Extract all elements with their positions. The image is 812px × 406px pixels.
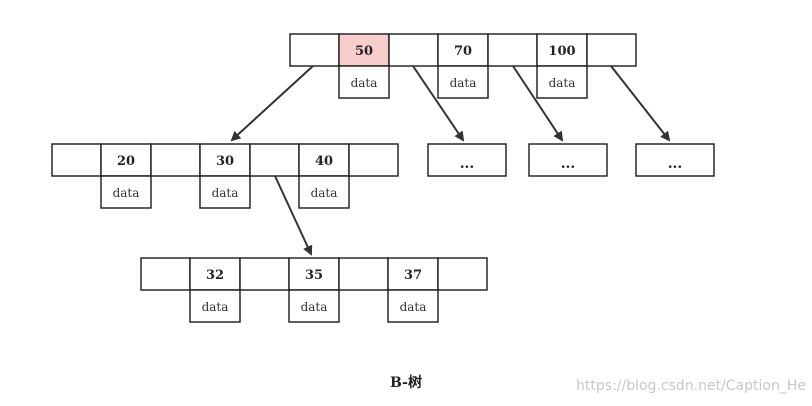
- level2-pointer-2: [249, 143, 300, 177]
- root-key-70: 70: [454, 44, 472, 59]
- level3-data-label-35: data: [301, 300, 328, 314]
- level2-data-cell-40: [298, 175, 350, 209]
- root-data-label-70: data: [450, 76, 477, 90]
- level3-data-cell-32: [189, 289, 241, 323]
- root-data-cell-70: [437, 65, 489, 99]
- level2-key-40: 40: [315, 154, 333, 169]
- root-data-label-100: data: [549, 76, 576, 90]
- arrow-root-to-ellipsis-3: [610, 65, 671, 142]
- level2-key-30: 30: [216, 154, 234, 169]
- level3-data-cell-37: [387, 289, 439, 323]
- ellipsis-node-2: ...: [528, 143, 608, 177]
- level2-data-cell-30: [199, 175, 251, 209]
- ellipsis-box-2: [528, 143, 608, 177]
- ellipsis-label-2: ...: [561, 156, 576, 172]
- root-pointer-1: [388, 33, 439, 67]
- level3-key-cell-32: [189, 257, 241, 291]
- level2-pointer-0: [51, 143, 102, 177]
- root-pointer-0: [289, 33, 340, 67]
- level3-key-37: 37: [404, 268, 422, 283]
- root-key-cell-50: [338, 33, 390, 67]
- root-data-cell-50: [338, 65, 390, 99]
- level2-key-cell-30: [199, 143, 251, 177]
- root-data-label-50: data: [351, 76, 378, 90]
- level3-key-35: 35: [305, 268, 323, 283]
- arrow-root-to-ellipsis-2: [512, 65, 564, 142]
- level3-pointer-3: [437, 257, 488, 291]
- level3-key-cell-35: [288, 257, 340, 291]
- root-data-cell-100: [536, 65, 588, 99]
- ellipsis-label-1: ...: [460, 156, 475, 172]
- level2-node: 20 30 40 data data data: [51, 143, 399, 209]
- arrow-root-to-ellipsis-1: [412, 65, 465, 142]
- arrow-root-to-level2: [230, 65, 314, 142]
- root-pointer-2: [487, 33, 538, 67]
- level3-pointer-1: [239, 257, 290, 291]
- arrow-level2-to-level3: [274, 175, 313, 256]
- ellipsis-box-1: [427, 143, 507, 177]
- watermark: https://blog.csdn.net/Caption_He: [576, 378, 806, 394]
- level3-node: 32 35 37 data data data: [140, 257, 488, 323]
- level2-data-label-40: data: [311, 186, 338, 200]
- level2-pointer-1: [150, 143, 201, 177]
- level2-data-cell-20: [100, 175, 152, 209]
- level3-data-cell-35: [288, 289, 340, 323]
- root-node: 50 70 100 data data data: [289, 33, 637, 99]
- root-key-100: 100: [548, 44, 575, 59]
- level3-data-label-37: data: [400, 300, 427, 314]
- ellipsis-label-3: ...: [668, 156, 683, 172]
- level3-pointer-2: [338, 257, 389, 291]
- level2-pointer-3: [348, 143, 399, 177]
- ellipsis-node-1: ...: [427, 143, 507, 177]
- level2-data-label-20: data: [113, 186, 140, 200]
- root-key-50: 50: [355, 44, 373, 59]
- ellipsis-node-3: ...: [635, 143, 715, 177]
- level2-data-label-30: data: [212, 186, 239, 200]
- level3-data-label-32: data: [202, 300, 229, 314]
- level2-key-20: 20: [117, 154, 135, 169]
- level3-pointer-0: [140, 257, 191, 291]
- ellipsis-box-3: [635, 143, 715, 177]
- level3-key-32: 32: [206, 268, 224, 283]
- diagram-caption: B-树: [390, 375, 422, 391]
- root-pointer-3: [586, 33, 637, 67]
